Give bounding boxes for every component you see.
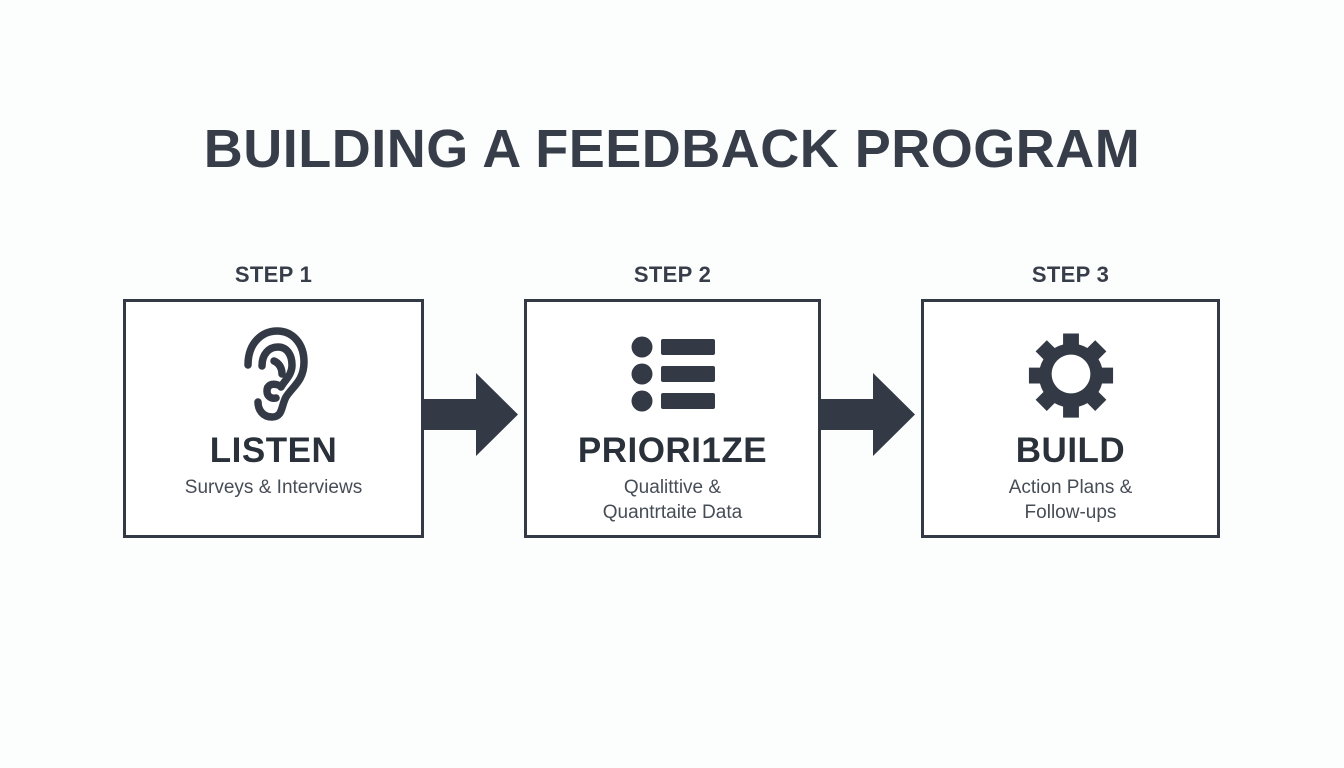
arrow-right-icon-1 xyxy=(424,373,518,456)
step-2-label: STEP 2 xyxy=(633,262,712,287)
page-title: BUILDING A FEEDBACK PROGRAM xyxy=(203,119,1141,179)
steps-row: STEP 1 LISTEN Surveys & Interviews S xyxy=(0,262,1344,562)
step-3-label: STEP 3 xyxy=(1031,262,1110,287)
step-3-title: BUILD xyxy=(1015,431,1126,470)
ear-icon xyxy=(243,327,308,421)
step-3-card-body[interactable]: BUILD Action Plans & Follow-ups xyxy=(921,299,1220,538)
step-3-subtitle-line-1: Action Plans & xyxy=(1008,477,1133,498)
bulleted-list-icon xyxy=(631,336,715,412)
gear-icon xyxy=(1028,333,1113,418)
step-1-icon-wrap xyxy=(236,316,312,432)
step-2-icon-wrap xyxy=(631,316,715,432)
step-card-2[interactable]: STEP 2 PRIORI1ZE Qualittive & Quantrta xyxy=(524,262,821,538)
step-card-1[interactable]: STEP 1 LISTEN Surveys & Interviews xyxy=(123,262,424,538)
step-2-title: PRIORI1ZE xyxy=(577,431,768,470)
step-1-label: STEP 1 xyxy=(234,262,313,287)
step-2-subtitle-line-1: Qualittive & xyxy=(623,477,722,498)
step-2-subtitle-line-2: Quantrtaite Data xyxy=(602,502,743,523)
step-2-card-body[interactable]: PRIORI1ZE Qualittive & Quantrtaite Data xyxy=(524,299,821,538)
step-3-subtitle-line-2: Follow-ups xyxy=(1024,502,1117,523)
step-1-subtitle-line-1: Surveys & Interviews xyxy=(184,477,363,498)
step-3-subtitle: Action Plans & Follow-ups xyxy=(1009,475,1133,525)
step-1-title: LISTEN xyxy=(209,431,338,470)
step-1-subtitle: Surveys & Interviews xyxy=(185,475,362,500)
arrow-right-icon-2 xyxy=(821,373,915,456)
step-card-3[interactable]: STEP 3 BUILD Action Plans & Follow-ups xyxy=(921,262,1220,538)
step-3-icon-wrap xyxy=(1027,316,1115,432)
step-1-card-body[interactable]: LISTEN Surveys & Interviews xyxy=(123,299,424,538)
step-2-subtitle: Qualittive & Quantrtaite Data xyxy=(603,475,742,525)
